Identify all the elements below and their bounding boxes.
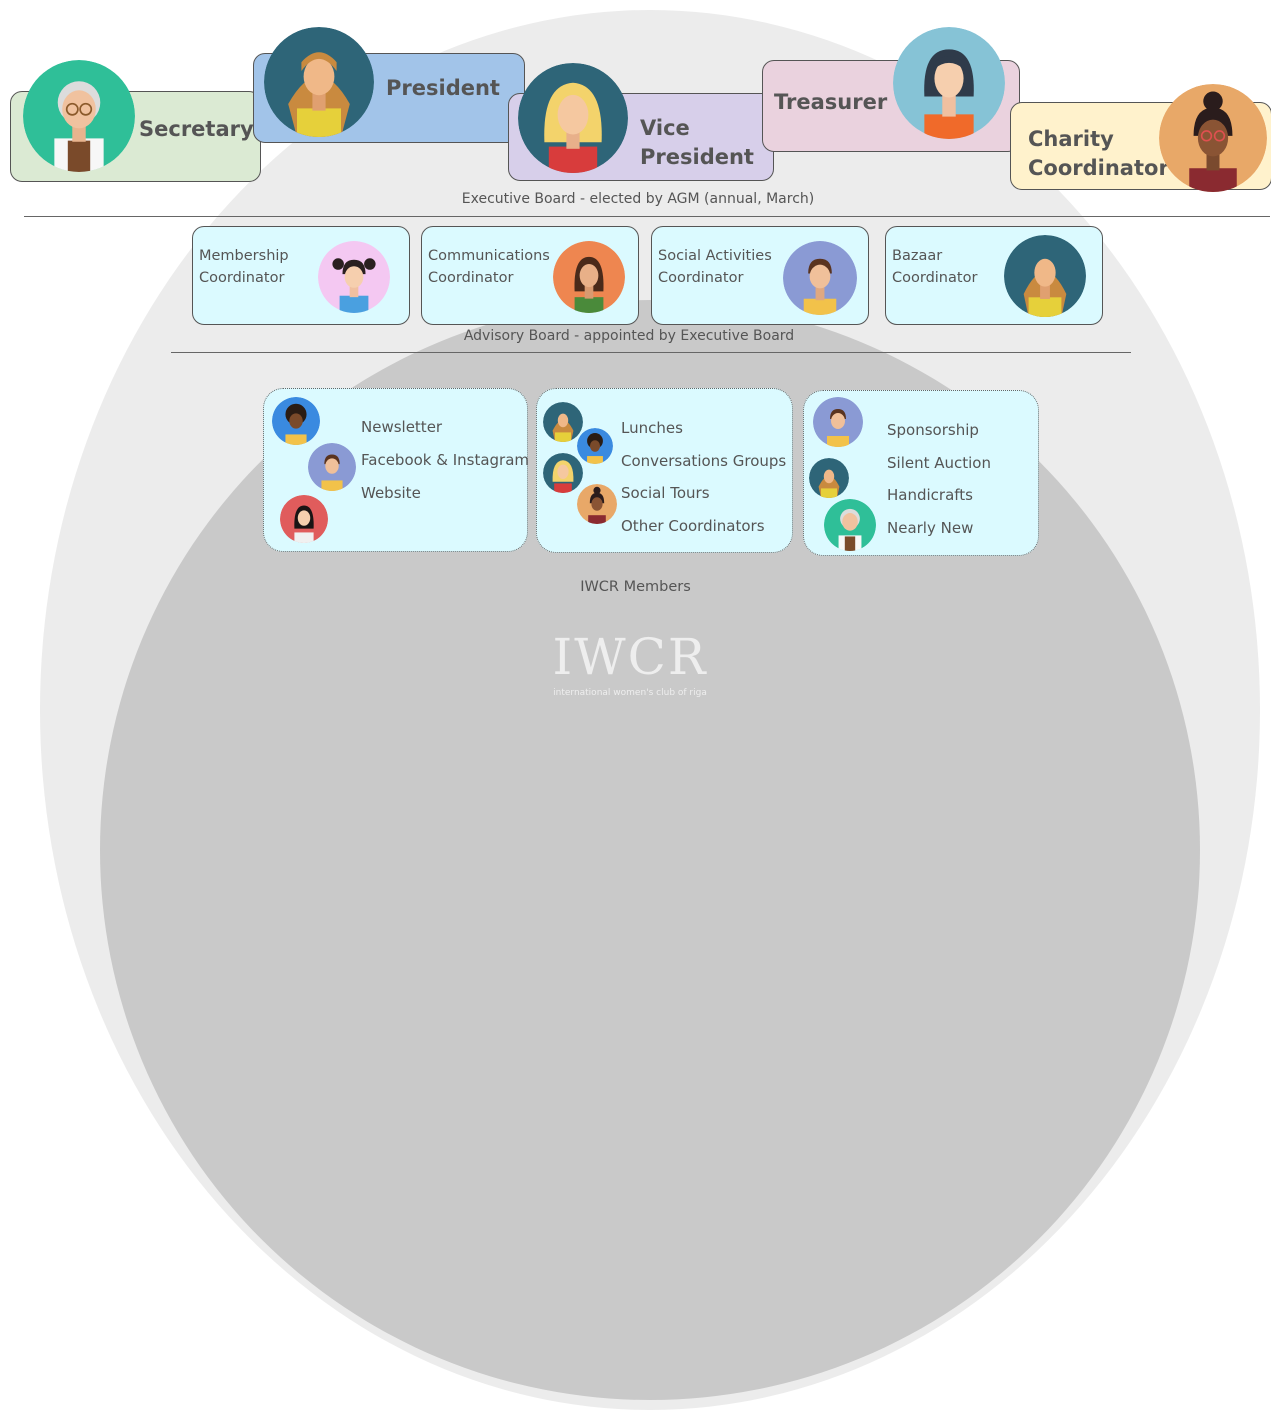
communications-member-avatar-3: [280, 495, 328, 543]
advisory-divider: [171, 352, 1131, 353]
advisory-board-caption: Advisory Board - appointed by Executive …: [463, 328, 795, 344]
vice-president-label-line1: Vice: [640, 116, 690, 140]
social-member-avatar-2: [577, 428, 613, 464]
executive-divider: [24, 216, 1270, 217]
membership-coordinator-line2: Coordinator: [199, 270, 285, 286]
membership-coordinator-line1: Membership: [199, 248, 289, 264]
woman-long-hair-icon: [809, 458, 849, 498]
membership-coordinator-card: Membership Coordinator: [192, 226, 410, 325]
group-item: Other Coordinators: [621, 517, 765, 535]
social-group: Lunches Conversations Groups Social Tour…: [536, 388, 793, 553]
charity-coordinator-label-line1: Charity: [1028, 127, 1114, 151]
blonde-woman-icon: [518, 63, 628, 173]
vice-president-label-line2: President: [640, 145, 754, 169]
group-item: Nearly New: [887, 519, 974, 537]
social-activities-coordinator-line1: Social Activities: [658, 248, 772, 264]
communications-group: Newsletter Facebook & Instagram Website: [263, 388, 530, 552]
man-short-hair-icon: [813, 397, 863, 447]
social-activities-coordinator-line2: Coordinator: [658, 270, 744, 286]
group-item: Website: [361, 484, 421, 502]
woman-bun-hair-icon: [1159, 84, 1267, 192]
secretary-label: Secretary: [139, 117, 254, 141]
group-item: Social Tours: [621, 484, 710, 502]
group-item: Facebook & Instagram: [361, 451, 530, 469]
bazaar-member-avatar-2: [809, 458, 849, 498]
social-activities-coordinator-avatar: [783, 241, 857, 315]
president-label: President: [386, 76, 500, 100]
blonde-woman-icon: [543, 453, 583, 493]
bazaar-group: Sponsorship Silent Auction Handicrafts N…: [803, 390, 1039, 556]
president-avatar: [264, 27, 374, 137]
bazaar-coordinator-line1: Bazaar: [892, 248, 943, 264]
charity-coordinator-label-line2: Coordinator: [1028, 156, 1169, 180]
man-short-hair-icon: [308, 443, 356, 491]
logo-tagline: international women's club of riga: [553, 688, 707, 698]
woman-long-hair-icon: [1004, 235, 1086, 317]
executive-board-caption: Executive Board - elected by AGM (annual…: [461, 191, 815, 207]
woman-curly-hair-icon: [577, 428, 613, 464]
social-member-avatar-1: [543, 402, 583, 442]
group-item: Lunches: [621, 419, 683, 437]
communications-member-avatar-2: [308, 443, 356, 491]
social-member-avatar-4: [577, 484, 617, 524]
communications-coordinator-line1: Communications: [428, 248, 550, 264]
bazaar-member-avatar-1: [813, 397, 863, 447]
communications-coordinator-avatar: [553, 241, 625, 313]
man-short-hair-icon: [783, 241, 857, 315]
members-caption: IWCR Members: [580, 579, 691, 595]
woman-long-hair-icon: [264, 27, 374, 137]
treasurer-avatar: [893, 27, 1005, 139]
vice-president-avatar: [518, 63, 628, 173]
bazaar-coordinator-card: Bazaar Coordinator: [885, 226, 1103, 325]
girl-pigtails-icon: [318, 241, 390, 313]
charity-coordinator-avatar: [1159, 84, 1267, 192]
iwcr-logo: IWCR international women's club of riga: [520, 605, 740, 715]
social-activities-coordinator-card: Social Activities Coordinator: [651, 226, 869, 325]
woman-bun-hair-icon: [577, 484, 617, 524]
woman-curly-hair-icon: [272, 397, 320, 445]
elderly-woman-icon: [824, 499, 876, 551]
bazaar-coordinator-avatar: [1004, 235, 1086, 317]
group-item: Newsletter: [361, 418, 443, 436]
bazaar-coordinator-line2: Coordinator: [892, 270, 978, 286]
woman-dark-hair-icon: [553, 241, 625, 313]
secretary-avatar: [23, 60, 135, 172]
woman-long-hair-icon: [543, 402, 583, 442]
group-item: Handicrafts: [887, 486, 973, 504]
woman-dark-hair-icon: [280, 495, 328, 543]
social-member-avatar-3: [543, 453, 583, 493]
group-item: Silent Auction: [887, 454, 991, 472]
elderly-woman-icon: [23, 60, 135, 172]
group-item: Sponsorship: [887, 421, 979, 439]
communications-coordinator-card: Communications Coordinator: [421, 226, 639, 325]
logo-text: IWCR: [552, 628, 708, 686]
membership-coordinator-avatar: [318, 241, 390, 313]
bazaar-member-avatar-3: [824, 499, 876, 551]
woman-bob-hair-icon: [893, 27, 1005, 139]
treasurer-label: Treasurer: [774, 90, 888, 114]
communications-coordinator-line2: Coordinator: [428, 270, 514, 286]
group-item: Conversations Groups: [621, 452, 787, 470]
communications-member-avatar-1: [272, 397, 320, 445]
